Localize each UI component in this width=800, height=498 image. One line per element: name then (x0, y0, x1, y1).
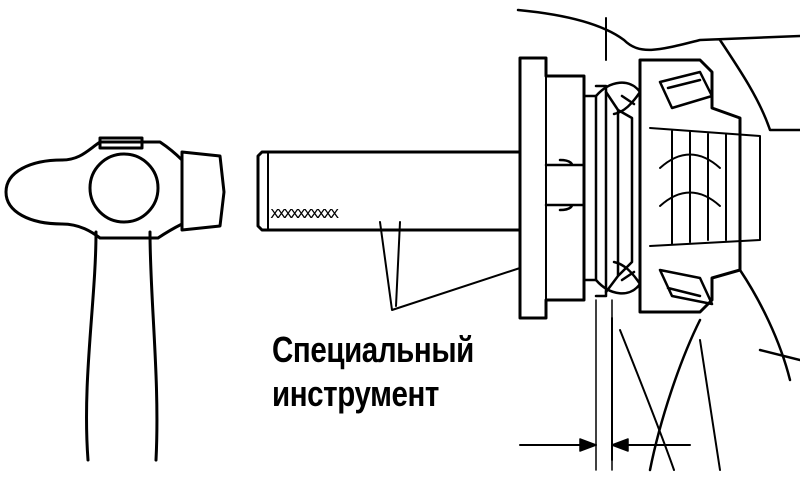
hammer-eye (88, 152, 160, 224)
callout-leader (379, 221, 521, 311)
spline-shaft (649, 127, 761, 247)
dimension-arrow-left (579, 438, 597, 452)
hammer-top-cap (98, 136, 144, 150)
hammer-handle (85, 230, 159, 462)
seal-inner (604, 90, 634, 294)
hammer-left-face (4, 158, 64, 226)
spline-ridges (659, 153, 721, 207)
dimension-arrow-right (611, 438, 629, 452)
tool-flange (518, 56, 586, 320)
seal-outer (582, 84, 608, 298)
tool-knurl: xxxxxxxxxx (270, 203, 340, 222)
bearing-roller-bottom (658, 268, 714, 306)
bearing-roller-top (658, 70, 714, 110)
knuckle-body (516, 8, 800, 472)
hammer-head-body (60, 140, 184, 240)
hub-assembly (516, 8, 800, 472)
callout-label: Специальный инструмент (272, 328, 474, 416)
callout-line-2: инструмент (272, 373, 439, 414)
dimension-extension (595, 299, 613, 471)
callout-leader-2 (395, 221, 401, 307)
tool-pilot (544, 158, 586, 212)
special-tool: xxxxxxxxxx (256, 56, 586, 320)
callout-line-1: Специальный (272, 329, 474, 370)
hammer-right-face (180, 150, 226, 232)
hammer-icon (4, 136, 226, 462)
